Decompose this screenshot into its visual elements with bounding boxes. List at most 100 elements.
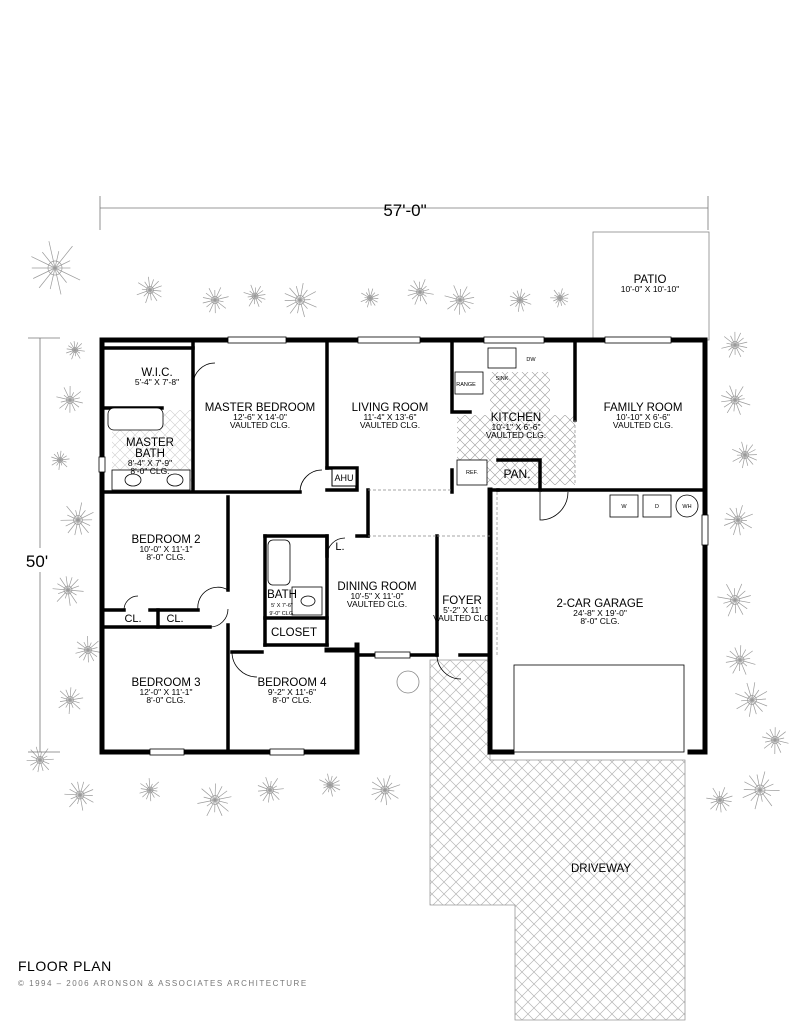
shrub xyxy=(735,682,768,717)
living-room-ceiling: VAULTED CLG. xyxy=(360,420,420,430)
garage-size: 24'-8" X 19'-0" xyxy=(573,608,627,618)
shrub xyxy=(243,284,266,307)
garage-door-recess xyxy=(513,664,685,753)
shrub xyxy=(75,635,102,663)
shrub xyxy=(51,450,70,470)
master-bedroom-ceiling: VAULTED CLG. xyxy=(230,420,290,430)
shrub xyxy=(721,331,748,358)
dryer xyxy=(642,494,672,518)
shrub xyxy=(60,502,94,536)
dining-room-size: 10'-5" X 11'-0" xyxy=(350,591,403,601)
dryer-label: D xyxy=(655,504,659,510)
master-tub xyxy=(107,407,164,431)
living-room-name: LIVING ROOM xyxy=(352,402,429,414)
bath-name: BATH xyxy=(267,589,297,601)
depth-dimension: 50' xyxy=(26,552,48,571)
windows xyxy=(98,336,709,756)
patio-slab xyxy=(592,231,710,341)
kitchen-name: KITCHEN xyxy=(491,412,541,424)
shrub xyxy=(139,778,160,802)
bedroom-3-name: BEDROOM 3 xyxy=(131,677,200,689)
bedroom-4-ceiling: 8'-0" CLG. xyxy=(272,695,311,705)
master-bath-size: 8'-4" X 7'-9" xyxy=(128,458,172,468)
fixtures xyxy=(107,347,699,753)
shrub xyxy=(52,576,84,606)
foyer-name: FOYER xyxy=(442,595,482,607)
depth-dimension-line xyxy=(28,337,60,753)
master-bath-name-line-2: BATH xyxy=(135,448,165,460)
kitchen-size: 10'-1" X 6'-6" xyxy=(492,422,541,432)
shrub xyxy=(56,385,83,413)
family-room-size: 10'-10" X 6'-6" xyxy=(616,412,670,422)
shrub xyxy=(721,385,751,415)
width-dimension: 57'-0" xyxy=(383,201,426,220)
shrub xyxy=(762,727,789,755)
bath-tub xyxy=(267,539,291,586)
water-heater xyxy=(675,494,699,518)
shrub xyxy=(66,341,85,360)
pantry-label: PAN. xyxy=(503,467,530,481)
bedroom-2-ceiling: 8'-0" CLG. xyxy=(146,552,185,562)
shrub xyxy=(197,783,232,817)
shrub xyxy=(706,787,733,813)
washer xyxy=(609,494,639,518)
bedroom-4-name: BEDROOM 4 xyxy=(257,677,327,689)
shrub xyxy=(202,287,229,314)
shrub xyxy=(371,775,401,806)
openings xyxy=(368,420,576,655)
master-bedroom-name: MASTER BEDROOM xyxy=(205,402,316,414)
shrub xyxy=(732,441,757,469)
drawing-caption: FLOOR PLAN xyxy=(18,958,112,974)
bedroom-2-name: BEDROOM 2 xyxy=(131,534,200,546)
shrub xyxy=(64,781,94,811)
driveway-name: DRIVEWAY xyxy=(571,863,631,875)
shrub xyxy=(26,746,54,773)
master-bath-ceiling: 8'-0" CLG. xyxy=(130,466,169,476)
garage-ceiling: 8'-0" CLG. xyxy=(580,616,619,626)
closet-label-1: CL. xyxy=(124,613,141,625)
garage-name: 2-CAR GARAGE xyxy=(557,598,644,610)
shrub xyxy=(509,288,532,312)
wic-name: W.I.C. xyxy=(141,367,172,379)
dining-room-ceiling: VAULTED CLG. xyxy=(347,599,407,609)
bath-size: 5' X 7'-6" xyxy=(271,603,293,609)
refrigerator xyxy=(456,459,488,486)
closet-label-2: CL. xyxy=(166,613,183,625)
kitchen-ceiling: VAULTED CLG. xyxy=(486,430,546,440)
family-room-ceiling: VAULTED CLG. xyxy=(613,420,673,430)
width-dimension-line xyxy=(99,196,709,230)
shrub xyxy=(723,505,753,536)
dishwasher-label: DW xyxy=(526,357,536,363)
sink-label: SINK xyxy=(496,376,509,382)
living-room-size: 11'-4" X 13'-6" xyxy=(363,412,416,422)
shrub xyxy=(742,771,780,810)
shrub xyxy=(407,279,434,305)
shrub xyxy=(319,773,341,797)
shrub xyxy=(31,241,81,295)
bedroom-3-ceiling: 8'-0" CLG. xyxy=(146,695,185,705)
door-swings xyxy=(123,362,569,680)
washer-label: W xyxy=(621,504,627,510)
bedroom-3-size: 12'-0" X 11'-1" xyxy=(139,687,192,697)
patio-name: PATIO xyxy=(634,274,667,286)
shrub xyxy=(136,276,162,304)
bedroom-4-size: 9'-2" X 11'-6" xyxy=(268,687,316,697)
wic-size: 5'-4" X 7'-8" xyxy=(135,377,179,387)
copyright-notice: © 1994 – 2006 ARONSON & ASSOCIATES ARCHI… xyxy=(18,979,308,988)
range xyxy=(454,371,484,395)
shrub xyxy=(360,288,379,308)
kitchen-sink xyxy=(487,347,517,369)
shrub xyxy=(58,687,84,715)
ahu-label: AHU xyxy=(334,473,353,483)
master-bedroom-size: 12'-6" X 14'-0" xyxy=(233,412,287,422)
shrub xyxy=(717,583,751,617)
patio-size: 10'-0" X 10'-10" xyxy=(621,284,679,294)
linen-closet-label: L. xyxy=(335,541,344,553)
closet-label: CLOSET xyxy=(271,627,317,639)
family-room-name: FAMILY ROOM xyxy=(604,402,683,414)
interior-walls xyxy=(103,341,707,754)
bath-ceiling: 9'-0" CLG. xyxy=(269,611,295,617)
master-bath-name: MASTER xyxy=(126,437,174,449)
landscaping xyxy=(26,241,789,817)
range-label: RANGE xyxy=(456,382,476,388)
